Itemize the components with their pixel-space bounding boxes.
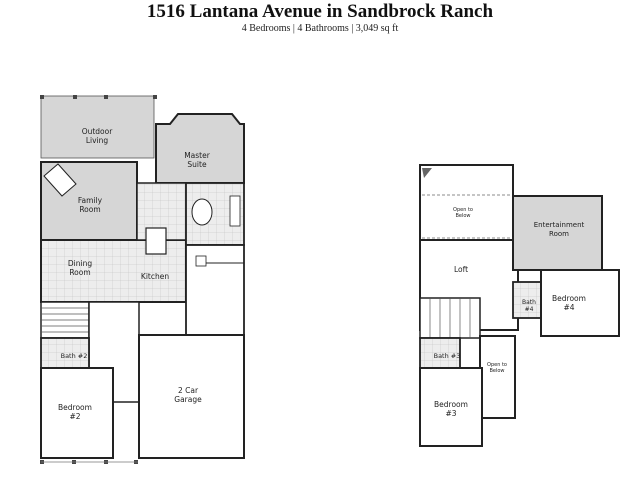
- dining-room-label: Dining: [68, 259, 92, 268]
- utility-room: [185, 244, 245, 336]
- outdoor-living-area: [40, 95, 155, 159]
- svg-text:Bedroom#4: Bedroom#4: [552, 294, 586, 312]
- open-to-below-top-label: Open to: [453, 207, 473, 213]
- master-suite-area: [155, 113, 245, 184]
- family-room-label: Family: [78, 196, 103, 205]
- kitchen-label: Kitchen: [141, 272, 169, 281]
- bedroom-4-label: Bedroom: [552, 294, 586, 303]
- entertainment-room-area: [512, 195, 603, 271]
- open-to-below-top-area: [419, 164, 514, 241]
- bedroom-2-label: Bedroom: [58, 403, 92, 412]
- bath-2-area: [40, 337, 90, 369]
- garage-area: [138, 334, 245, 459]
- svg-text:Bedroom#2: Bedroom#2: [58, 403, 92, 421]
- first-floor-plan: [40, 95, 245, 464]
- porch-posts: [40, 95, 157, 99]
- bath-4-label: Bath: [522, 299, 536, 306]
- master-suite-label: Master: [184, 151, 211, 160]
- bath-3-area: [419, 337, 461, 369]
- second-floor-stairs: [419, 297, 481, 339]
- plan-title: 1516 Lantana Avenue in Sandbrock Ranch: [146, 1, 494, 22]
- bedroom-2-area: [40, 367, 114, 459]
- bedroom-4-area: [540, 269, 620, 337]
- plan-subtitle: 4 Bedrooms | 4 Bathrooms | 3,049 sq ft: [241, 23, 399, 34]
- bedroom-3-label: Bedroom: [434, 400, 468, 409]
- open-to-below-bottom-area: [479, 335, 516, 419]
- garage-label: 2 Car: [178, 386, 199, 395]
- bath-4-area: [512, 281, 542, 319]
- bedroom-3-area: [419, 367, 483, 447]
- entertainment-room-label: Entertainment: [534, 221, 585, 229]
- svg-text:Bath#4: Bath#4: [522, 299, 536, 313]
- bath-3-label: Bath #3: [434, 352, 461, 360]
- open-to-below-bottom-label: Open to: [487, 362, 507, 368]
- fireplace: [43, 163, 77, 197]
- outdoor-living-label: Outdoor: [82, 127, 114, 136]
- kitchen-island: [145, 227, 167, 255]
- loft-label: Loft: [454, 265, 468, 274]
- bath-2-label: Bath #2: [61, 352, 88, 360]
- first-floor-stairs: [40, 301, 90, 339]
- svg-text:Bedroom#3: Bedroom#3: [434, 400, 468, 418]
- second-floor-plan: [419, 164, 620, 447]
